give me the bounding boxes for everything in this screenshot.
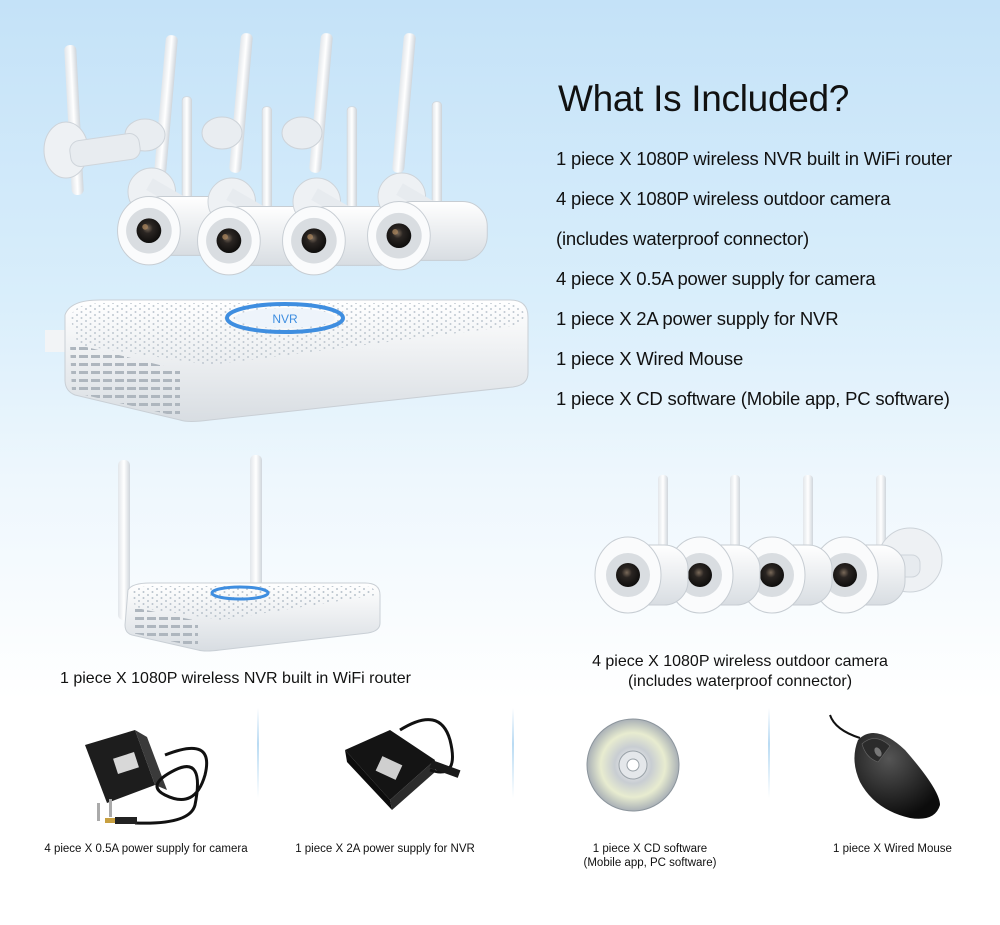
accessory-caption-line: 1 piece X CD software <box>592 843 708 855</box>
svg-text:NVR: NVR <box>272 312 298 326</box>
accessory-caption-line: 1 piece X 2A power supply for NVR <box>295 843 475 855</box>
accessory-caption-mouse: 1 piece X Wired Mouse <box>800 842 985 856</box>
kit-mount <box>43 116 323 179</box>
nvr-kit-image: NVR <box>43 33 529 422</box>
camera-group <box>594 475 943 614</box>
camera-caption: 4 piece X 1080P wireless outdoor camera … <box>590 652 890 692</box>
divider <box>768 708 770 798</box>
included-item-mouse: 1 piece X Wired Mouse <box>556 348 744 369</box>
kit-antenna <box>64 33 416 195</box>
nvr-caption: 1 piece X 1080P wireless NVR built in Wi… <box>60 670 411 687</box>
nvr-power-supply-image <box>345 718 461 810</box>
accessory-caption-line: 4 piece X 0.5A power supply for camera <box>44 843 248 855</box>
page-title: What Is Included? <box>558 78 850 119</box>
camera-power-supply-image <box>85 730 208 825</box>
mouse-image <box>829 714 940 819</box>
included-item-camera-power: 4 piece X 0.5A power supply for camera <box>556 268 876 289</box>
cd-image <box>586 718 680 812</box>
divider <box>257 708 259 798</box>
accessory-caption-nvr-power: 1 piece X 2A power supply for NVR <box>272 842 498 856</box>
included-item-nvr-power: 1 piece X 2A power supply for NVR <box>556 308 839 329</box>
included-item-nvr: 1 piece X 1080P wireless NVR built in Wi… <box>556 148 952 169</box>
camera-caption-line: (includes waterproof connector) <box>627 673 853 690</box>
kit-nvr: NVR <box>45 299 529 422</box>
accessory-caption-camera-power: 4 piece X 0.5A power supply for camera <box>30 842 262 856</box>
accessory-caption-line: 1 piece X Wired Mouse <box>833 843 952 855</box>
camera-caption-line: 4 piece X 1080P wireless outdoor camera <box>592 653 888 670</box>
included-item-camera: 4 piece X 1080P wireless outdoor camera <box>556 188 891 209</box>
included-item-cd: 1 piece X CD software (Mobile app, PC so… <box>556 388 950 409</box>
accessory-caption-line: (Mobile app, PC software) <box>583 857 717 869</box>
nvr-image <box>118 455 381 652</box>
included-item-camera-note: (includes waterproof connector) <box>556 228 809 249</box>
cameras-image <box>594 475 943 614</box>
accessory-caption-cd: 1 piece X CD software (Mobile app, PC so… <box>540 842 760 870</box>
divider <box>512 708 514 798</box>
